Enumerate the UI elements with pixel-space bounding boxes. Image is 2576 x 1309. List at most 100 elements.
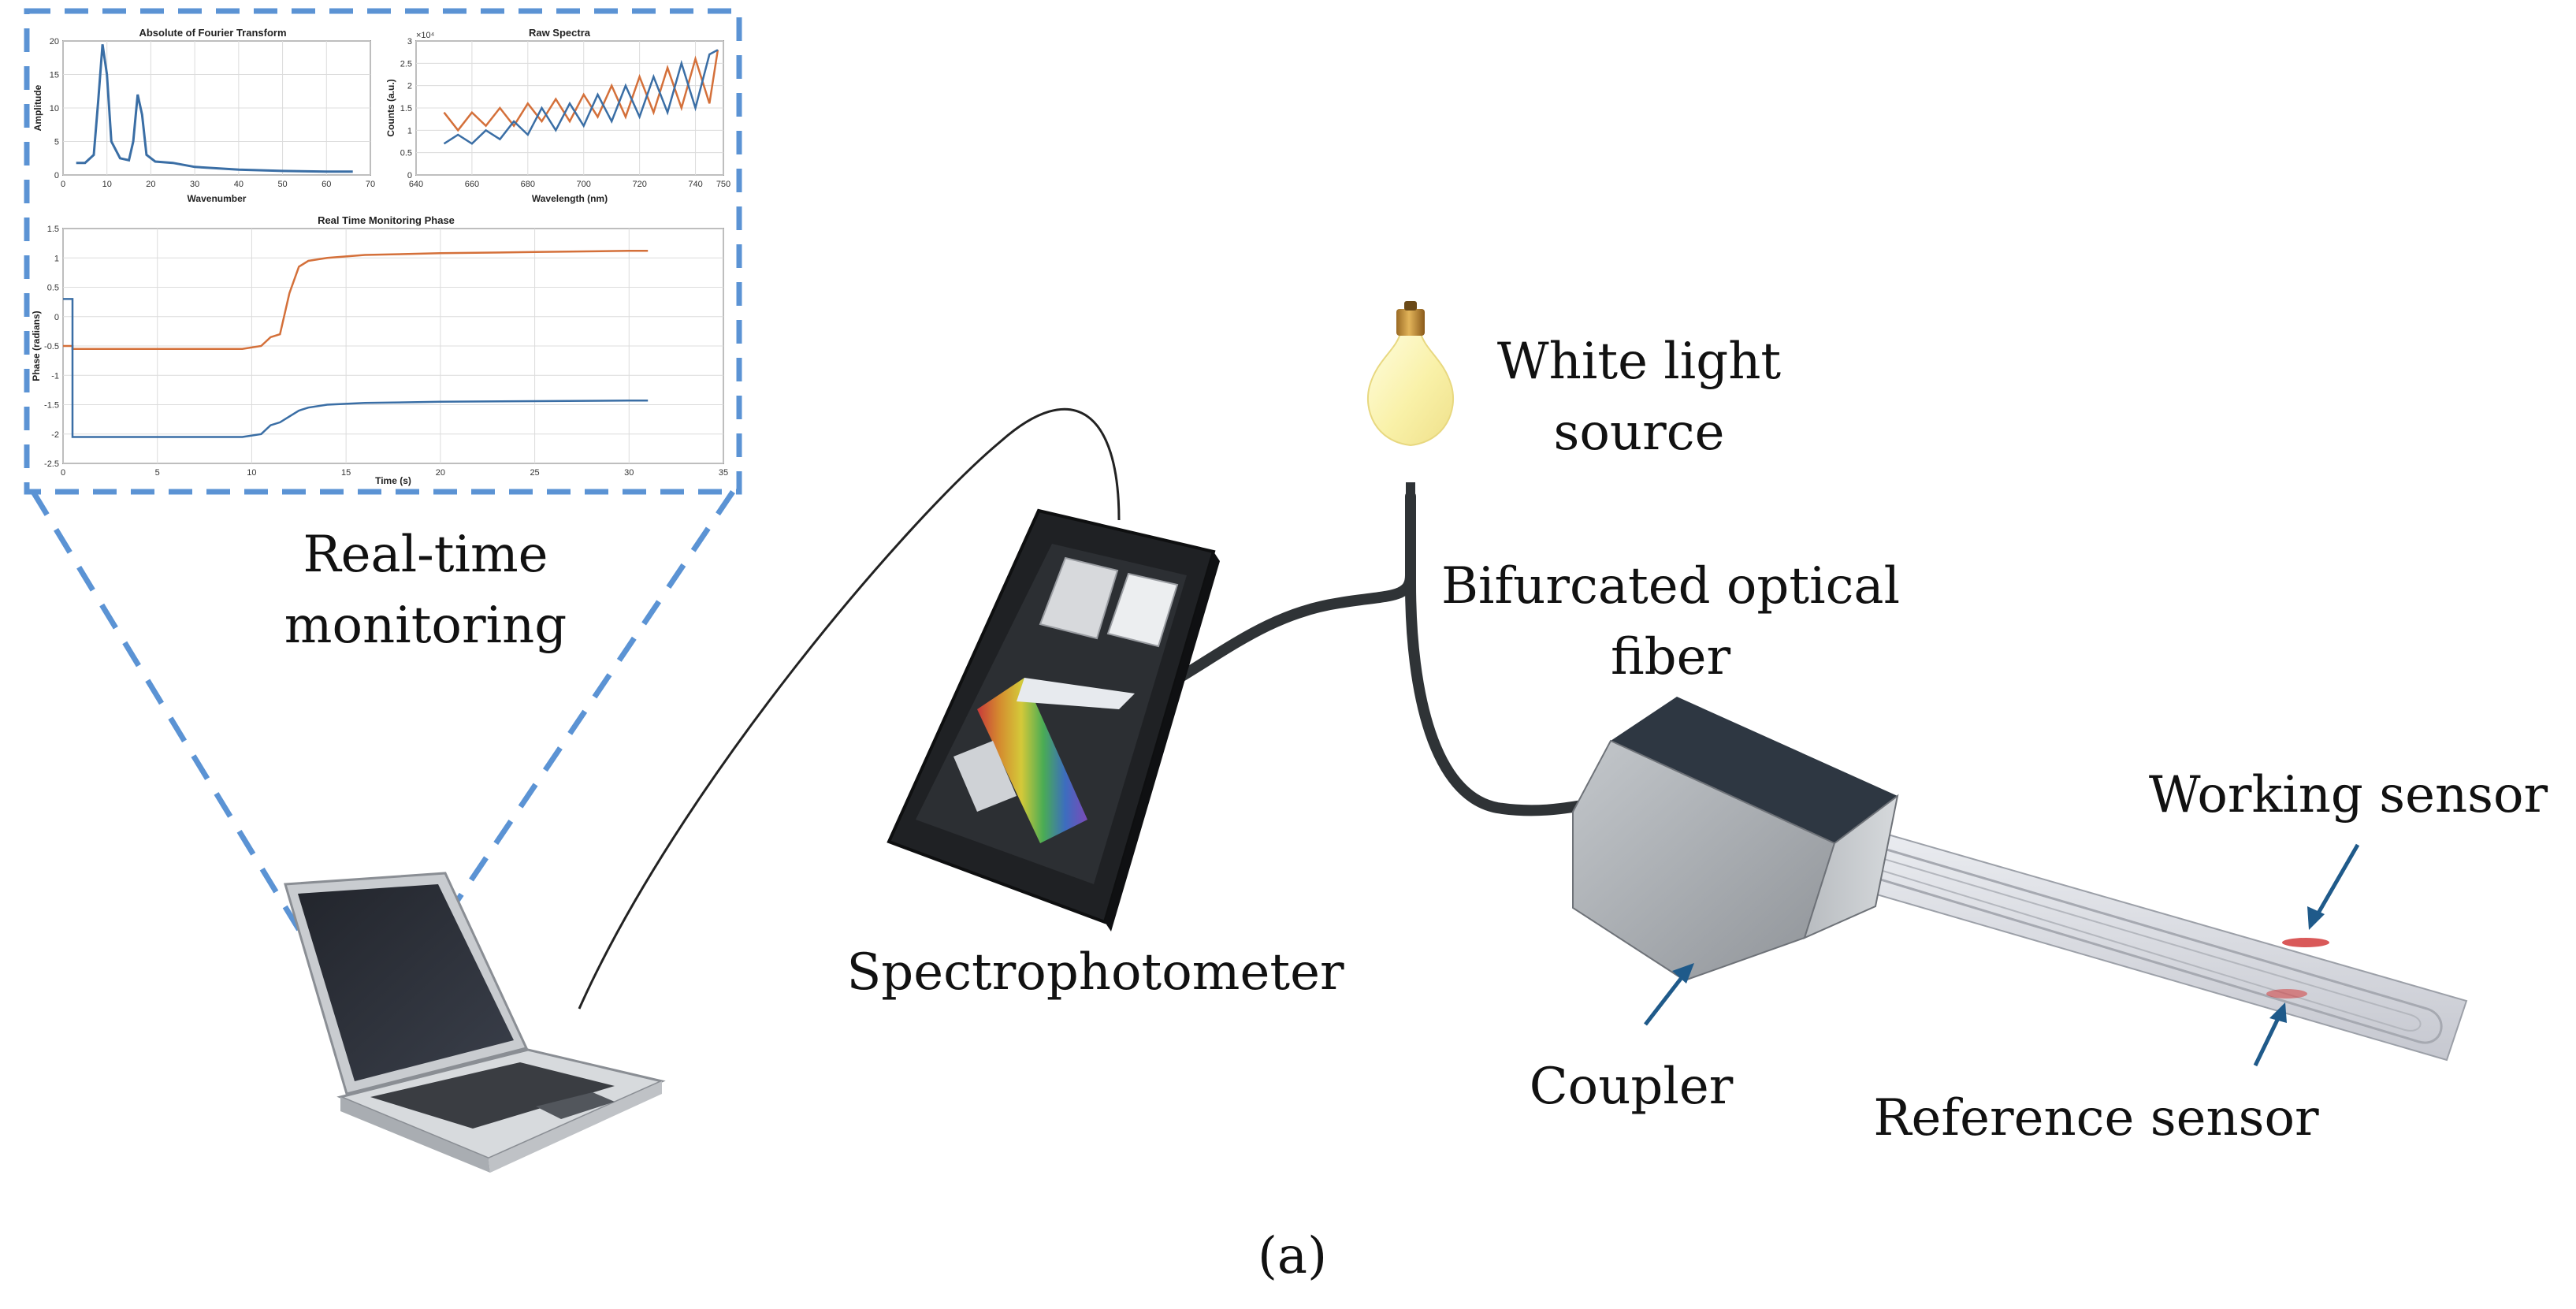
raw-spectra-x-tick-label: 740 — [688, 180, 702, 189]
fiber-common-trunk — [1405, 578, 1597, 816]
phase-plot-ylabel: Phase (radians) — [31, 311, 42, 381]
spectro-mirror — [953, 741, 1017, 812]
phase-x-tick-label: 25 — [530, 468, 539, 478]
fourier-x-tick-label: 50 — [277, 180, 287, 189]
sensor-chip — [1835, 818, 2468, 1062]
phase-series-orange — [63, 250, 649, 350]
white-light-bulb — [1366, 301, 1455, 501]
laptop-side-edge — [489, 1081, 662, 1173]
working-sensor-arrowhead — [2307, 906, 2325, 930]
raw-spectra-y-tick-label: 2 — [407, 82, 412, 91]
fourier-x-tick-label: 20 — [146, 180, 155, 189]
fourier-x-tick-label: 70 — [366, 180, 375, 189]
raw-spectra-x-tick-label: 680 — [521, 180, 535, 189]
label-monitoring-line-2: monitoring — [284, 596, 567, 655]
laptop-screen — [298, 884, 514, 1081]
phase-y-tick-label: -1.5 — [44, 401, 59, 411]
fiber-branch-spectrometer — [1139, 570, 1416, 703]
label-monitoring-line-1: Real-time — [303, 526, 548, 584]
phase-x-tick-label: 30 — [624, 468, 634, 478]
raw-spectra-title: Raw Spectra — [529, 27, 591, 39]
raw-spectra-y-tick-label: 0 — [407, 171, 412, 180]
spectro-dispersed-light — [977, 678, 1087, 843]
laptop-keyboard — [370, 1062, 615, 1129]
reference-sensor-site — [2266, 989, 2307, 998]
chip-waveguide-inner — [1843, 846, 2422, 1032]
label-spectrophotometer: Spectrophotometer — [846, 943, 1344, 1002]
label-fiber-line-1: Bifurcated optical — [1440, 557, 1901, 615]
fourier-y-tick-label: 5 — [54, 138, 59, 147]
fourier-plot-xlabel: Wavenumber — [188, 193, 247, 204]
phase-plot-title: Real Time Monitoring Phase — [318, 214, 455, 226]
fourier-series-line — [76, 44, 353, 173]
label-white-light-line-2: source — [1553, 403, 1725, 462]
bulb-base — [1396, 309, 1425, 336]
raw-spectra-x-tick-label: 750 — [716, 180, 730, 189]
fourier-x-tick-label: 40 — [234, 180, 243, 189]
coupler-arrowhead — [1672, 963, 1694, 984]
reference-sensor-arrow-shaft — [2253, 1015, 2281, 1067]
coupler-side — [1803, 794, 1899, 939]
coupler-assembly — [1572, 697, 2468, 1062]
figure-caption: (a) — [1257, 1227, 1328, 1285]
raw-spectra-y-tick-label: 2.5 — [400, 59, 412, 69]
raw-spectra-xticks: 640 660 680 700 720 740 750 — [409, 180, 730, 189]
label-coupler: Coupler — [1529, 1058, 1734, 1116]
spectrophotometer — [887, 508, 1220, 932]
raw-spectra-x-tick-label: 640 — [409, 180, 423, 189]
coupler-top — [1611, 697, 1898, 843]
reference-sensor-arrowhead — [2269, 1002, 2287, 1023]
phase-y-tick-label: -2.5 — [44, 459, 59, 469]
raw-spectra-series-blue — [443, 49, 719, 145]
pointer-arrows — [1644, 843, 2360, 1067]
phase-y-tick-label: 1 — [54, 254, 59, 263]
bulb-fiber-connector — [1406, 482, 1415, 501]
raw-spectra-x-tick-label: 660 — [465, 180, 479, 189]
raw-spectra-grid — [415, 40, 724, 176]
working-sensor-arrow-shaft — [2314, 843, 2360, 917]
fourier-x-tick-label: 0 — [61, 180, 65, 189]
phase-x-tick-label: 15 — [341, 468, 351, 478]
phase-plot-xlabel: Time (s) — [375, 475, 411, 486]
phase-series-blue — [63, 298, 649, 438]
raw-spectra-x-tick-label: 720 — [632, 180, 646, 189]
phase-y-tick-label: 0.5 — [47, 284, 59, 293]
spectro-housing-side — [1105, 552, 1220, 932]
fourier-y-tick-label: 15 — [50, 71, 59, 80]
laptop — [284, 872, 666, 1173]
phase-plot-grid — [62, 228, 724, 464]
cables — [578, 407, 1597, 1010]
label-reference-sensor: Reference sensor — [1873, 1089, 2319, 1147]
label-white-light-source: White light source — [1466, 327, 1812, 468]
laptop-front-edge — [340, 1097, 490, 1173]
bulb-tip — [1404, 301, 1417, 311]
phase-y-tick-label: -1 — [51, 371, 59, 381]
working-sensor-site — [2282, 938, 2329, 947]
spectro-detector — [1106, 572, 1179, 648]
coupler-arrow-shaft — [1644, 974, 1685, 1026]
raw-spectra-series-orange — [443, 50, 719, 132]
laptop-spectro-cable — [578, 407, 1121, 1010]
bulb-glass — [1366, 330, 1455, 447]
raw-spectra-x-tick-label: 700 — [577, 180, 591, 189]
fourier-x-tick-label: 10 — [102, 180, 112, 189]
phase-x-tick-label: 35 — [719, 468, 728, 478]
laptop-touchpad — [536, 1092, 615, 1119]
phase-x-tick-label: 0 — [61, 468, 65, 478]
label-fiber-line-2: fiber — [1610, 627, 1731, 686]
fourier-x-tick-label: 60 — [322, 180, 331, 189]
label-white-light-line-1: White light — [1496, 333, 1782, 391]
fourier-y-tick-label: 0 — [54, 171, 59, 180]
phase-plot-yticks: -2.5-2-1.5-1-0.500.511.5 — [44, 225, 59, 469]
phase-y-tick-label: 0 — [54, 313, 59, 322]
phase-y-tick-label: -0.5 — [44, 342, 59, 351]
raw-spectra-xlabel: Wavelength (nm) — [532, 193, 608, 204]
fourier-plot-title: Absolute of Fourier Transform — [139, 27, 286, 39]
raw-spectra-y-tick-label: 1.5 — [400, 104, 412, 113]
